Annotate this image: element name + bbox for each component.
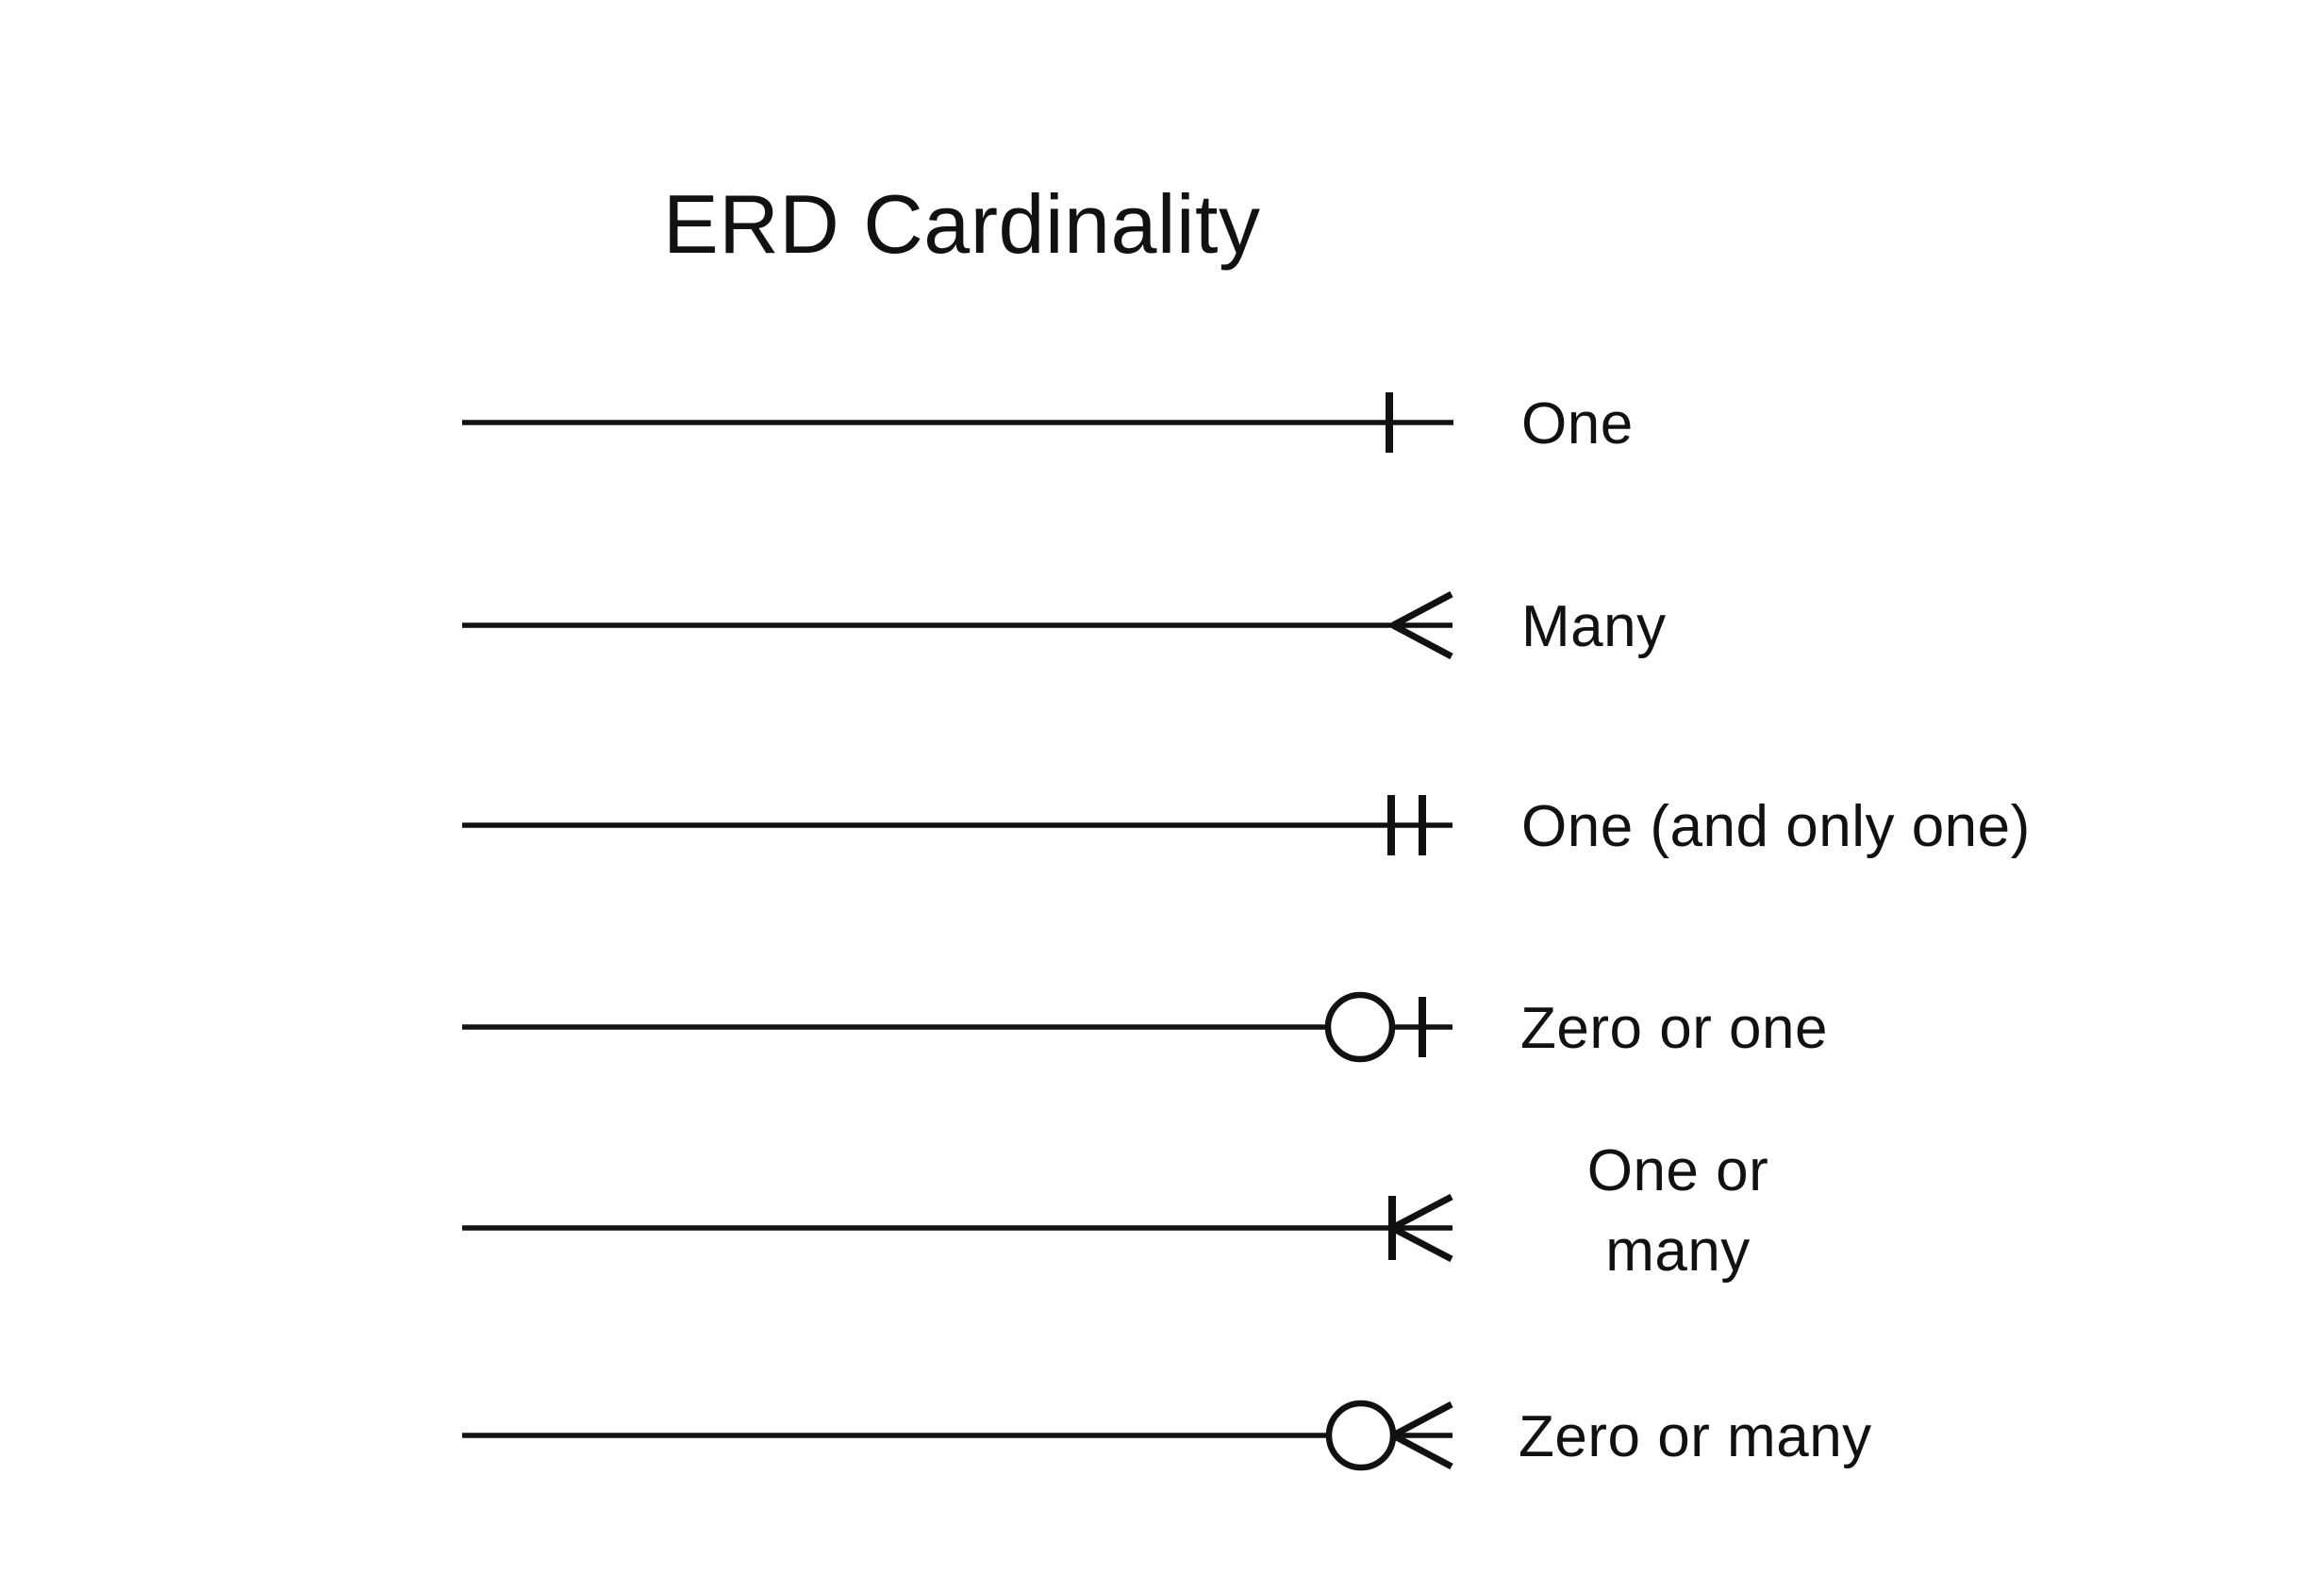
legend-row-zero-or-one: Zero or one bbox=[462, 991, 1828, 1063]
double-tick-icon bbox=[1387, 795, 1426, 855]
circle-crows-foot-icon bbox=[1325, 1400, 1453, 1471]
row-label-line-1: One or bbox=[1587, 1138, 1769, 1203]
row-label: Zero or many bbox=[1519, 1404, 1872, 1469]
row-label-line-2: many bbox=[1605, 1219, 1751, 1284]
legend-row-one-or-many: One or many bbox=[462, 1138, 1768, 1284]
legend-row-zero-or-many: Zero or many bbox=[462, 1400, 1872, 1471]
legend-row-many: Many bbox=[462, 590, 1667, 660]
tick-crows-foot-icon bbox=[1388, 1193, 1453, 1263]
crows-foot-bottom-prong bbox=[1390, 1224, 1453, 1263]
circle-tick-icon bbox=[1324, 991, 1452, 1063]
crows-foot-top-prong bbox=[1391, 590, 1453, 629]
zero-circle bbox=[1324, 991, 1396, 1063]
crows-foot-top-prong bbox=[1390, 1193, 1453, 1232]
legend-row-one: One bbox=[462, 391, 1634, 456]
row-label: One or many bbox=[1587, 1138, 1769, 1284]
legend-row-one-and-only-one: One (and only one) bbox=[462, 794, 2031, 859]
row-label: One (and only one) bbox=[1521, 794, 2031, 859]
diagram-title: ERD Cardinality bbox=[663, 177, 1260, 271]
zero-circle bbox=[1325, 1400, 1397, 1471]
crows-foot-icon bbox=[1391, 590, 1453, 660]
crows-foot-bottom-prong bbox=[1391, 622, 1453, 660]
row-label: Many bbox=[1521, 594, 1667, 659]
row-label: Zero or one bbox=[1520, 996, 1828, 1061]
row-label: One bbox=[1521, 391, 1634, 456]
crows-foot-bottom-prong bbox=[1391, 1432, 1453, 1470]
crows-foot-top-prong bbox=[1391, 1401, 1453, 1439]
